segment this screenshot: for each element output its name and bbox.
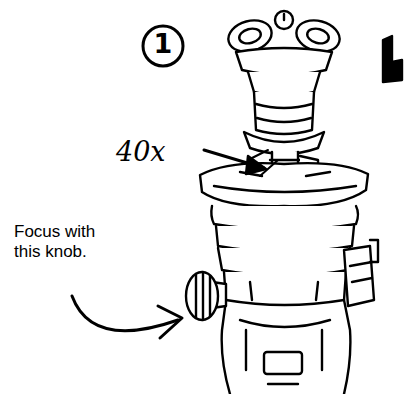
instruction-note: Focus with this knob. (14, 222, 118, 263)
tube (254, 92, 314, 134)
base (222, 300, 351, 394)
objective-label: 40x (116, 136, 206, 168)
corner-mark (383, 36, 402, 82)
right-knob (344, 246, 374, 306)
callout-number: 1 (143, 28, 183, 60)
nosepiece (244, 132, 324, 154)
step-circle (143, 26, 183, 66)
focus-knob (186, 272, 226, 320)
leader-arrow (72, 296, 178, 331)
stage (200, 163, 368, 206)
head (236, 48, 332, 75)
